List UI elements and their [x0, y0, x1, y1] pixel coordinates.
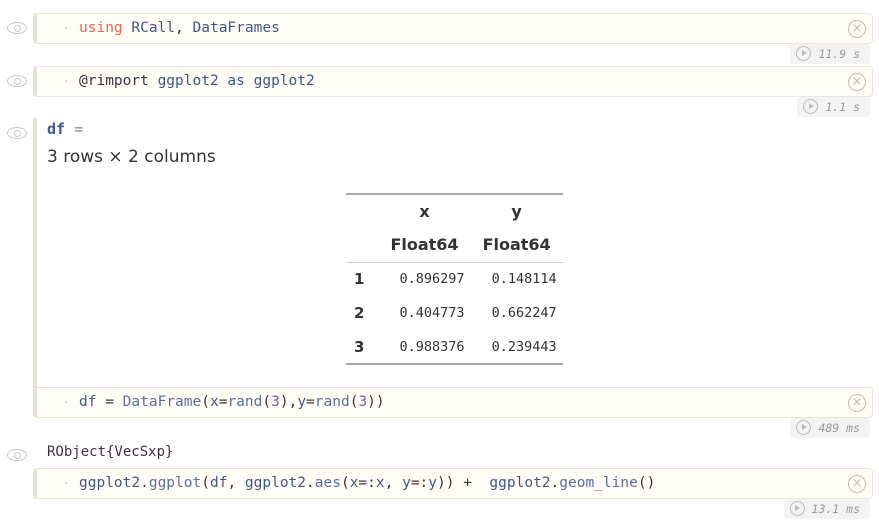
code-token: DataFrame [122, 394, 202, 410]
close-circle-icon[interactable]: × [848, 394, 866, 412]
code-token: rand [314, 394, 350, 410]
code-token: using [79, 20, 123, 36]
code-token: =: [410, 475, 429, 491]
code-token: )) [367, 394, 385, 410]
code-token: as [227, 73, 245, 89]
code-token: RCall [131, 20, 176, 36]
eye-icon[interactable] [7, 22, 27, 34]
code-token: . [306, 475, 315, 491]
runtime-button[interactable]: 489 ms [790, 418, 870, 438]
runtime-button[interactable]: 13.1 ms [783, 499, 870, 519]
code-token: aes [314, 475, 341, 491]
cell: 0.662247 [491, 305, 557, 321]
code-token: ggplot2 [157, 73, 219, 89]
table-summary: 3 rows × 2 columns [47, 147, 216, 167]
robject-output: RObject{VecSxp} [47, 444, 174, 460]
equals-sign: = [74, 120, 84, 138]
code-token: )) + [437, 475, 490, 491]
code-token: df [209, 475, 228, 491]
code-token: = [96, 394, 123, 410]
play-icon[interactable] [796, 420, 812, 435]
code-token: ggplot [148, 475, 202, 491]
code-token: rand [227, 394, 263, 410]
code-token: ggplot2 [489, 475, 551, 491]
code-cell[interactable]: ·ggplot2.ggplot(df, ggplot2.aes(x=:x, y=… [33, 468, 873, 499]
code-token: df [79, 394, 97, 410]
code-text[interactable]: using RCall, DataFrames [79, 14, 280, 43]
code-token: () [637, 475, 656, 491]
code-token: geom_line [559, 475, 638, 491]
row-index: 2 [354, 304, 365, 322]
output-bar [33, 118, 37, 388]
runtime-label: 489 ms [818, 421, 860, 435]
code-cell[interactable]: ·using RCall, DataFrames× [33, 13, 873, 44]
code-token: . [140, 475, 149, 491]
play-icon[interactable] [796, 46, 812, 61]
code-text[interactable]: @rimport ggplot2 as ggplot2 [79, 67, 315, 96]
code-token: = [306, 394, 315, 410]
code-token: DataFrames [192, 20, 280, 36]
code-token: ( [340, 475, 350, 491]
code-token [245, 73, 254, 89]
code-token: y [297, 394, 307, 410]
table-row: 2 0.404773 0.662247 [346, 296, 563, 330]
code-token: ( [349, 394, 359, 410]
code-cell[interactable]: ·@rimport ggplot2 as ggplot2× [33, 66, 873, 97]
runtime-label: 13.1 ms [811, 502, 860, 516]
code-token: ( [201, 394, 210, 410]
eye-icon[interactable] [7, 75, 27, 87]
code-token: @rimport [79, 73, 158, 89]
code-token: 3 [271, 394, 280, 410]
code-token: , [384, 475, 403, 491]
cell: 0.404773 [399, 305, 465, 321]
code-token: x [375, 475, 385, 491]
eye-icon[interactable] [7, 127, 27, 139]
code-token: ggplot2 [79, 475, 141, 491]
column-header: y [511, 202, 522, 221]
cell: 0.988376 [399, 338, 465, 355]
code-token: y [428, 475, 438, 491]
cell: 0.148114 [491, 271, 557, 288]
code-text[interactable]: df = DataFrame(x=rand(3),y=rand(3)) [79, 388, 385, 417]
cell: 0.239443 [491, 338, 557, 355]
cell: 0.896297 [399, 271, 465, 288]
df-output-header: df = [47, 120, 83, 138]
runtime-button[interactable]: 11.9 s [790, 44, 870, 64]
code-token: . [550, 475, 560, 491]
runtime-button[interactable]: 1.1 s [797, 97, 870, 117]
code-token: ggplot2 [253, 73, 315, 89]
close-circle-icon[interactable]: × [848, 475, 866, 493]
eye-icon[interactable] [7, 449, 27, 461]
code-token: ( [201, 475, 210, 491]
code-token: , [227, 475, 245, 491]
code-token: ), [279, 394, 298, 410]
table-row: 1 0.896297 0.148114 [346, 262, 563, 296]
code-token: x [209, 394, 219, 410]
code-token: , [175, 20, 193, 36]
column-type: Float64 [470, 228, 563, 263]
code-token: =: [358, 475, 376, 491]
variable-name: df [47, 120, 66, 138]
table-row: 3 0.988376 0.239443 [346, 330, 563, 364]
code-cell[interactable]: ·df = DataFrame(x=rand(3),y=rand(3))× [33, 387, 873, 418]
code-token: x [349, 475, 359, 491]
column-header: x [419, 202, 430, 221]
runtime-label: 11.9 s [818, 47, 860, 61]
code-token: 3 [358, 394, 368, 410]
close-circle-icon[interactable]: × [848, 20, 866, 38]
code-token: y [402, 475, 411, 491]
code-token: = [218, 394, 228, 410]
runtime-label: 1.1 s [825, 100, 860, 114]
row-index: 1 [354, 270, 365, 289]
play-icon[interactable] [789, 501, 805, 516]
code-token: ggplot2 [244, 475, 307, 491]
column-type: Float64 [378, 228, 471, 263]
close-circle-icon[interactable]: × [848, 73, 866, 91]
code-token: ( [262, 394, 272, 410]
play-icon[interactable] [803, 99, 819, 114]
code-text[interactable]: ggplot2.ggplot(df, ggplot2.aes(x=:x, y=:… [79, 469, 655, 498]
row-index: 3 [354, 337, 365, 356]
